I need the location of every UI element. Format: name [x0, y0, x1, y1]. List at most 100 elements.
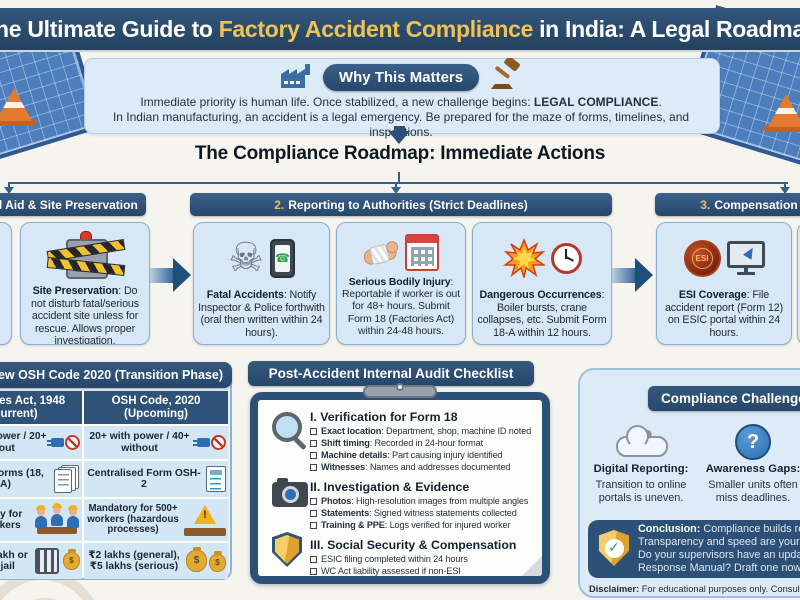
title-pre: The Ultimate Guide to — [0, 15, 213, 42]
column-header-osh-code: OSH Code, 2020 (Upcoming) — [84, 391, 228, 424]
flow-arrow-icon — [150, 258, 192, 292]
bandaged-arm-icon — [359, 231, 402, 273]
why-this-matters-pill: Why This Matters — [322, 63, 480, 91]
why-line-1: Immediate priority is human life. Once s… — [140, 95, 662, 109]
page-fold-decoration — [522, 556, 542, 576]
clipboard-paper: I. Verification for Form 18 Exact locati… — [258, 400, 542, 576]
arrow-down-icon — [391, 187, 401, 194]
table-cell: Mandatory for 500+ workers (hazardous pr… — [84, 499, 228, 541]
disclaimer-text: Disclaimer: For educational purposes onl… — [589, 584, 800, 594]
down-arrow-icon — [388, 131, 410, 144]
card-serious-bodily-injury: Serious Bodily Injury: Reportable if wor… — [336, 222, 466, 345]
card-site-preservation: Site Preservation: Do not disturb fatal/… — [20, 222, 150, 345]
camera-icon — [272, 478, 308, 507]
table-cell: 10+ with power / 20+ without — [0, 426, 82, 459]
card-text: ESI Coverage: File accident report (Form… — [664, 289, 784, 339]
gavel-icon — [488, 55, 524, 97]
card-text: Site Preservation: Do not disturb fatal/… — [31, 285, 139, 345]
phone-icon: ☎ — [269, 238, 295, 278]
checklist-item: Exact location: Department, shop, machin… — [310, 425, 542, 437]
checklist-item: Witnesses: Names and addresses documente… — [310, 461, 542, 473]
checkbox-icon — [310, 497, 317, 505]
checkbox-icon — [310, 463, 317, 471]
why-this-matters-header: Why This Matters — [84, 55, 718, 97]
machine-hazard-tape-icon — [46, 230, 126, 282]
challenge-awareness-gaps: ? Awareness Gaps: Smaller units often mi… — [698, 424, 800, 504]
skull-icon: ☠ — [228, 235, 264, 281]
table-cell: Mandatory for 250+ workers — [0, 499, 82, 541]
table-cell: Up to ₹1 lakh or 2 years jail $ — [0, 543, 82, 579]
checklist-section-compensation: III. Social Security & Compensation ESIC… — [310, 538, 542, 576]
checklist-section-verification: I. Verification for Form 18 Exact locati… — [310, 410, 542, 473]
traffic-cone-icon — [764, 94, 800, 132]
osh-comparison-table: Factories Act, 1948 (Current) OSH Code, … — [0, 391, 228, 579]
esi-seal-icon: ESI — [683, 239, 721, 277]
form-document-icon — [206, 466, 226, 492]
connector-line — [395, 182, 397, 188]
card-text: Dangerous Occurrences: Boiler bursts, cr… — [477, 289, 607, 339]
documents-stack-icon — [54, 464, 80, 494]
card-clipped-left — [0, 222, 12, 345]
cloud-chain-icon — [613, 424, 669, 460]
factory-icon — [278, 61, 314, 94]
section-header-1: 1.Medical Aid & Site Preservation — [0, 193, 146, 216]
connector-line — [784, 182, 786, 188]
checklist-item: Machine details: Part causing injury ide… — [310, 449, 542, 461]
checklist-item: Training & PPE: Logs verified for injure… — [310, 519, 542, 531]
checklist-item: Statements: Signed witness statements co… — [310, 507, 542, 519]
question-mark-icon: ? — [735, 424, 771, 460]
workers-meeting-icon — [34, 503, 80, 534]
checklist-section-investigation: II. Investigation & Evidence Photos: Hig… — [310, 480, 542, 531]
card-text: Fatal Accidents: Notify Inspector & Poli… — [198, 289, 325, 339]
section-header-3: 3.Compensation & Insurance — [655, 193, 800, 216]
section-header-2: 2.Reporting to Authorities (Strict Deadl… — [190, 193, 612, 216]
table-cell: 20+ with power / 40+ without — [84, 426, 228, 459]
checkbox-icon — [310, 451, 317, 459]
checkbox-icon — [310, 509, 317, 517]
shield-icon — [272, 532, 302, 567]
card-text: Serious Bodily Injury: Reportable if wor… — [341, 277, 460, 337]
roadmap-heading: The Compliance Roadmap: Immediate Action… — [194, 143, 606, 164]
checklist-item: ESIC filing completed within 24 hours — [310, 553, 542, 565]
conclusion-text: Conclusion: Compliance builds resilience… — [638, 523, 800, 574]
card-dangerous-occurrences: Dangerous Occurrences: Boiler bursts, cr… — [472, 222, 612, 345]
audit-checklist-clipboard: I. Verification for Form 18 Exact locati… — [250, 392, 550, 584]
checklist-item: Shift timing: Recorded in 24-hour format — [310, 437, 542, 449]
plug-prohibited-icon — [193, 435, 226, 450]
checklist-title: Post-Accident Internal Audit Checklist — [248, 361, 534, 386]
checklist-item: WC Act liability assessed if non-ESI — [310, 565, 542, 576]
arrow-down-icon — [4, 187, 14, 194]
traffic-cone-icon — [0, 88, 36, 126]
connector-line — [398, 172, 400, 182]
clipboard-clip-knob — [396, 383, 404, 391]
connector-line — [8, 182, 788, 184]
clock-icon — [550, 242, 582, 274]
checkbox-icon — [310, 439, 317, 447]
table-cell: Specific forms (18, 18-A) — [0, 461, 82, 497]
card-esi-coverage: ESI ESI Coverage: File accident report (… — [656, 222, 792, 345]
page-title: The Ultimate Guide to Factory Accident C… — [0, 8, 800, 52]
checkbox-icon — [310, 567, 317, 575]
title-post: in India: A Legal Roadmap — [539, 15, 800, 42]
flow-arrow-icon — [612, 258, 654, 292]
arrow-down-icon — [780, 187, 790, 194]
money-bags-icon: $$ — [186, 547, 226, 572]
title-highlight: Factory Accident Compliance — [218, 15, 534, 42]
checkbox-icon — [310, 521, 317, 529]
card-fatal-accidents: ☠ ☎ Fatal Accidents: Notify Inspector & … — [193, 222, 330, 345]
calendar-icon — [405, 233, 439, 271]
table-cell: Centralised Form OSH-2 — [84, 461, 228, 497]
checklist-item: Photos: High-resolution images from mult… — [310, 495, 542, 507]
table-cell: ₹2 lakhs (general), ₹5 lakhs (serious) $… — [84, 543, 228, 579]
explosion-icon — [502, 237, 546, 280]
computer-monitor-icon — [726, 241, 765, 275]
connector-line — [8, 182, 10, 188]
magnifier-icon — [272, 412, 308, 448]
down-arrow-icon — [394, 126, 405, 132]
checkbox-icon — [310, 555, 317, 563]
challenge-digital-reporting: Digital Reporting: Transition to online … — [586, 424, 696, 504]
plug-prohibited-icon — [47, 435, 80, 450]
money-bag-icon: $ — [63, 549, 80, 570]
osh-table-title: New OSH Code 2020 (Transition Phase) — [0, 362, 232, 388]
